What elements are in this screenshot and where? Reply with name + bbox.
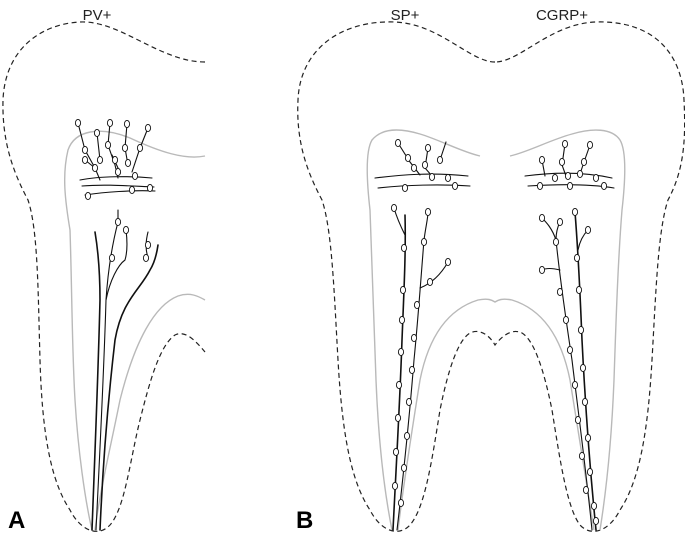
pulp-root-b <box>397 298 595 531</box>
horizontal-fiber-a2 <box>81 184 155 188</box>
horizontal-fiber-a1 <box>79 176 153 181</box>
crown-branch-a1 <box>77 122 101 181</box>
cgrp-label: CGRP+ <box>536 7 588 24</box>
root-trunk-a2 <box>95 221 119 531</box>
root-trunk-a3 <box>99 244 159 531</box>
tooth-outline-a <box>2 21 206 532</box>
panel-a-label: A <box>8 507 25 534</box>
sp-crown-1 <box>397 142 421 176</box>
panel-b: SP+ CGRP+ B <box>296 7 685 534</box>
pulp-outline-b <box>366 129 626 531</box>
varicosities-sp <box>390 138 459 508</box>
root-trunk-a1 <box>91 231 101 531</box>
sp-branch-1 <box>393 207 406 236</box>
sp-branch-2 <box>419 261 449 289</box>
varicosities-cgrp <box>536 139 608 526</box>
sp-horizontal-1 <box>374 173 469 179</box>
sp-root-2 <box>396 211 429 531</box>
cgrp-root-1 <box>574 211 597 531</box>
sp-label: SP+ <box>391 7 420 24</box>
tooth-outline-b <box>297 21 685 532</box>
pulp-outline-a <box>63 130 206 531</box>
pulp-root-a <box>94 293 206 531</box>
panel-b-label: B <box>296 507 313 534</box>
varicosities-a <box>74 118 154 263</box>
pv-label: PV+ <box>83 7 112 24</box>
panel-a: PV+ A <box>2 7 206 534</box>
sp-horizontal-2 <box>377 184 471 189</box>
horizontal-fiber-a3 <box>84 190 156 196</box>
crown-branch-a2 <box>96 132 101 161</box>
root-branch-a4 <box>105 229 128 301</box>
